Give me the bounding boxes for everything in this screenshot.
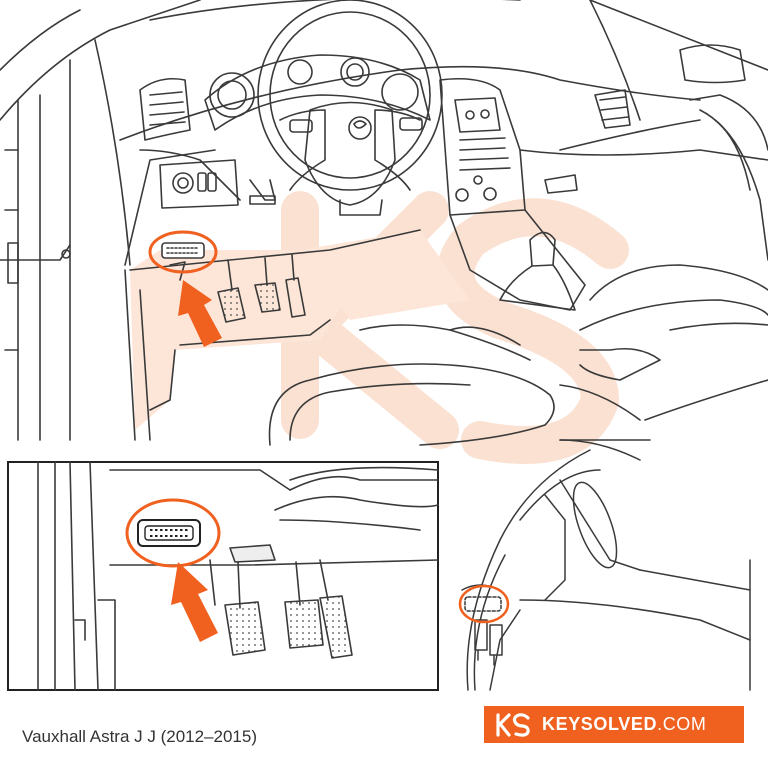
inset-closeup bbox=[7, 461, 439, 691]
arrow-icon bbox=[178, 280, 222, 347]
inset-clutch-pedal bbox=[224, 601, 266, 656]
brand-name-bold: KEYSOLVED bbox=[542, 714, 658, 734]
vehicle-caption: Vauxhall Astra J J (2012–2015) bbox=[22, 727, 257, 746]
inset-obd-port bbox=[137, 519, 201, 547]
brand-name-suffix: .COM bbox=[657, 714, 707, 734]
obd-port bbox=[161, 242, 205, 259]
inset-accelerator-pedal bbox=[319, 595, 353, 659]
brake-pedal bbox=[254, 282, 281, 313]
ks-logo-icon bbox=[496, 712, 530, 737]
keysolved-logo: KEYSOLVED.COM bbox=[484, 706, 744, 743]
inset-brake-pedal bbox=[284, 599, 324, 649]
brand-badge-bg bbox=[484, 706, 744, 743]
obd-highlight-main bbox=[148, 230, 222, 347]
side-view-illustration bbox=[458, 439, 751, 691]
brand-name: KEYSOLVED.COM bbox=[542, 714, 707, 735]
inset-arrow-icon bbox=[171, 562, 218, 642]
